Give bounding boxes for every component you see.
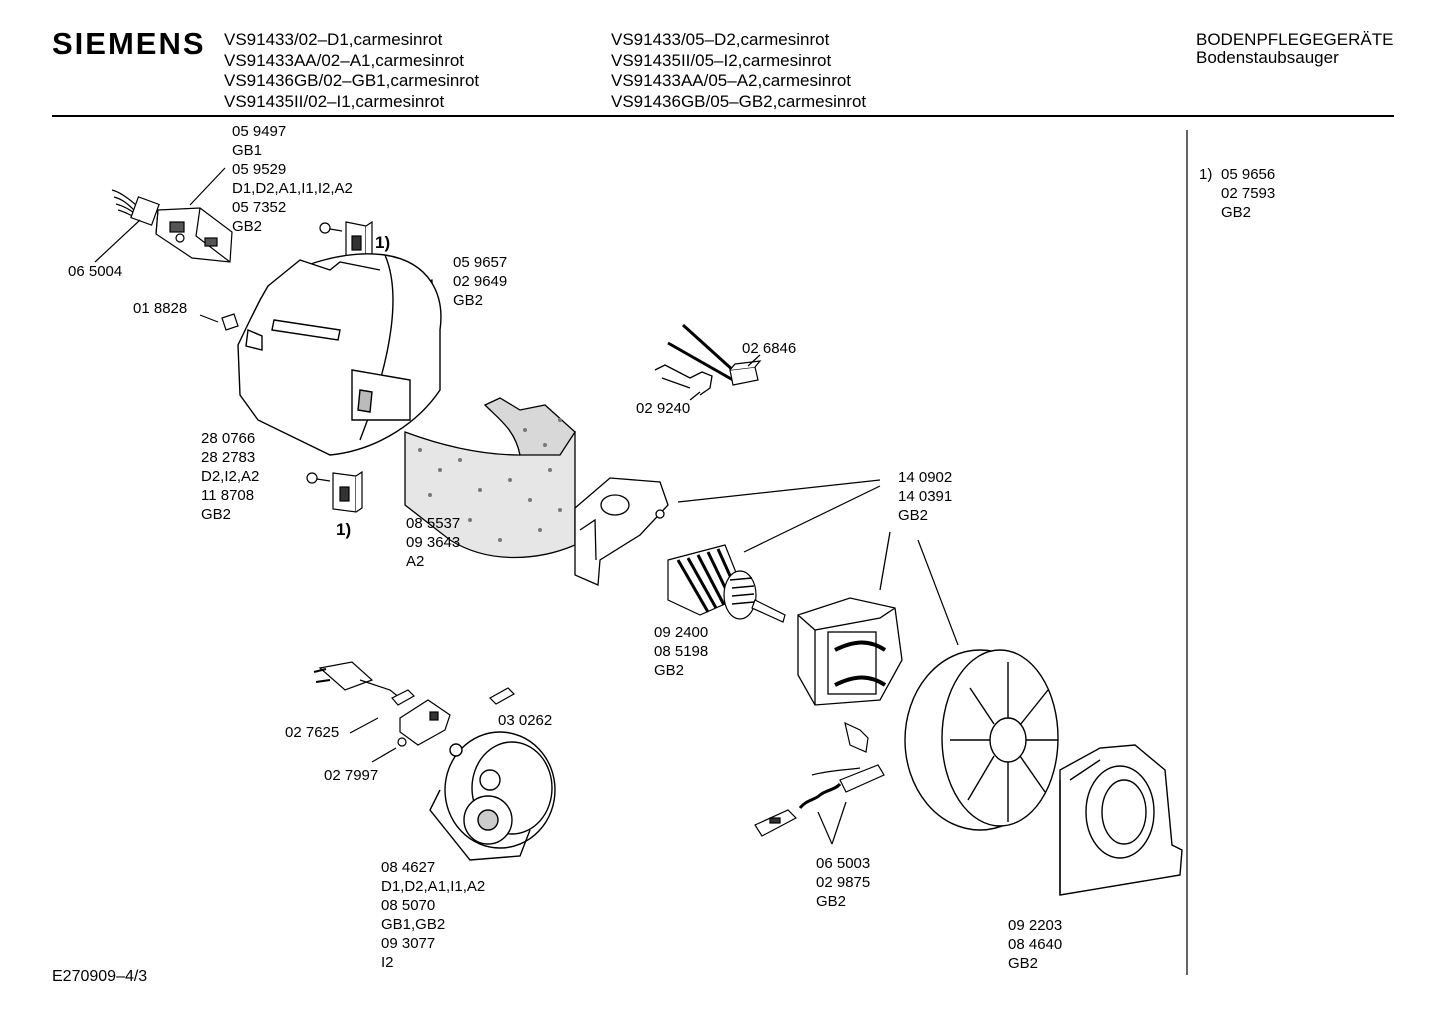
part-code: GB2 xyxy=(816,893,847,910)
label-clip: 01 8828 xyxy=(133,300,188,317)
part-code: 08 4627 xyxy=(381,859,436,876)
model-line: VS91435II/05–I2,carmesinrot xyxy=(611,50,832,70)
model-line: VS91435II/02–I1,carmesinrot xyxy=(224,91,445,111)
part-code: GB2 xyxy=(201,506,232,523)
part-code: 08 5198 xyxy=(654,643,709,660)
part-code: GB2 xyxy=(1008,955,1039,972)
terminal-block xyxy=(349,699,451,763)
part-code: GB2 xyxy=(898,507,929,524)
housing-hood xyxy=(237,253,442,456)
leader-line xyxy=(677,479,881,503)
fan-housing xyxy=(904,539,1059,831)
wire-bracket xyxy=(654,364,713,401)
drawing-code: E270909–4/3 xyxy=(52,968,148,985)
carbon-brushes xyxy=(754,764,885,845)
part-code: 06 5003 xyxy=(816,855,871,872)
part-code: 05 9657 xyxy=(453,254,508,271)
model-line: VS91433AA/02–A1,carmesinrot xyxy=(224,50,465,70)
category-subtitle: Bodenstaubsauger xyxy=(1196,48,1339,67)
label-brushes: 06 5003 02 9875 GB2 xyxy=(816,854,870,911)
fan-end-cover xyxy=(1059,744,1183,896)
part-code: 02 9875 xyxy=(816,874,871,891)
model-line: VS91436GB/02–GB1,carmesinrot xyxy=(224,71,480,90)
label-leads: 02 6846 xyxy=(742,340,797,357)
part-code: 14 0902 xyxy=(898,469,953,486)
part-code: I2 xyxy=(381,954,394,971)
part-code: GB2 xyxy=(654,662,685,679)
spacer-plate xyxy=(844,721,869,753)
model-list-right: VS91433/05–D2,carmesinrot VS91435II/05–I… xyxy=(611,30,866,112)
label-foam: 08 5537 09 3643 A2 xyxy=(406,514,460,571)
part-code: 09 3643 xyxy=(406,534,461,551)
stator-field-coil xyxy=(797,531,903,706)
part-code: D1,D2,A1,I1,A2 xyxy=(381,878,486,895)
label-cable: 06 5004 xyxy=(68,263,123,280)
part-code: 28 0766 xyxy=(201,430,256,447)
label-motor-set: 14 0902 14 0391 GB2 xyxy=(898,468,952,525)
armature-rotor xyxy=(667,485,881,623)
part-code: 08 4640 xyxy=(1008,936,1063,953)
model-line: VS91433/05–D2,carmesinrot xyxy=(611,30,830,49)
switch-assembly xyxy=(94,167,233,263)
lead-wires xyxy=(667,323,737,382)
part-code: 09 2400 xyxy=(654,624,709,641)
part-code: 08 5070 xyxy=(381,897,436,914)
label-bracket: 02 9240 xyxy=(636,400,691,417)
label-terminal: 02 7997 xyxy=(324,767,379,784)
label-tag-plate: 05 9657 02 9649 GB2 xyxy=(453,253,507,310)
part-code: 05 9529 xyxy=(232,161,287,178)
part-code: 05 9656 xyxy=(1221,166,1276,183)
footnote-marker-top: 1) xyxy=(375,233,391,252)
part-code: GB2 xyxy=(453,292,484,309)
motor-shield xyxy=(574,477,669,586)
part-code: 02 9649 xyxy=(453,273,508,290)
part-code: 09 3077 xyxy=(381,935,436,952)
part-code: GB2 xyxy=(232,218,263,235)
label-fuse: 03 0262 xyxy=(498,712,553,729)
mains-plug xyxy=(313,661,401,699)
label-plug: 02 7625 xyxy=(285,724,340,741)
siemens-logo: SIEMENS xyxy=(52,26,206,61)
fuse-left xyxy=(391,689,415,706)
part-code: A2 xyxy=(406,553,425,570)
label-fan-cover: 09 2203 08 4640 GB2 xyxy=(1008,916,1062,973)
part-code: GB1,GB2 xyxy=(381,916,446,933)
screw-bracket-bottom xyxy=(306,470,363,513)
part-code: GB2 xyxy=(1221,204,1252,221)
part-code: GB1 xyxy=(232,142,263,159)
part-code: 28 2783 xyxy=(201,449,256,466)
label-armature: 09 2400 08 5198 GB2 xyxy=(654,623,708,680)
label-switch-codes: 05 9497 GB1 05 9529 D1,D2,A1,I1,I2,A2 05… xyxy=(232,122,353,236)
part-code: 05 7352 xyxy=(232,199,287,216)
model-list-left: VS91433/02–D1,carmesinrot VS91433AA/02–A… xyxy=(224,30,479,112)
footnote-codes: 05 9656 02 7593 GB2 xyxy=(1221,165,1275,222)
model-line: VS91436GB/05–GB2,carmesinrot xyxy=(611,91,867,111)
category-heading: BODENPFLEGEGERÄTE Bodenstaubsauger xyxy=(1196,31,1393,67)
part-code: 14 0391 xyxy=(898,488,953,505)
part-code: 05 9497 xyxy=(232,123,287,140)
part-code: D1,D2,A1,I1,I2,A2 xyxy=(232,180,353,197)
category-title: BODENPFLEGEGERÄTE xyxy=(1196,30,1394,49)
fuse-030262 xyxy=(489,687,515,705)
footnote-marker-bottom: 1) xyxy=(336,520,352,539)
lead-connector xyxy=(729,354,762,386)
clip xyxy=(199,313,239,331)
cable-reel xyxy=(429,731,556,861)
footnote-marker: 1) xyxy=(1199,166,1213,183)
model-line: VS91433AA/05–A2,carmesinrot xyxy=(611,71,852,90)
part-code: D2,I2,A2 xyxy=(201,468,260,485)
label-housing: 28 0766 28 2783 D2,I2,A2 11 8708 GB2 xyxy=(201,429,259,524)
part-code: 09 2203 xyxy=(1008,917,1063,934)
model-line: VS91433/02–D1,carmesinrot xyxy=(224,30,443,49)
part-code: 08 5537 xyxy=(406,515,461,532)
part-code: 02 7593 xyxy=(1221,185,1276,202)
part-code: 11 8708 xyxy=(201,487,255,504)
label-cable-reel: 08 4627 D1,D2,A1,I1,A2 08 5070 GB1,GB2 0… xyxy=(381,858,485,972)
